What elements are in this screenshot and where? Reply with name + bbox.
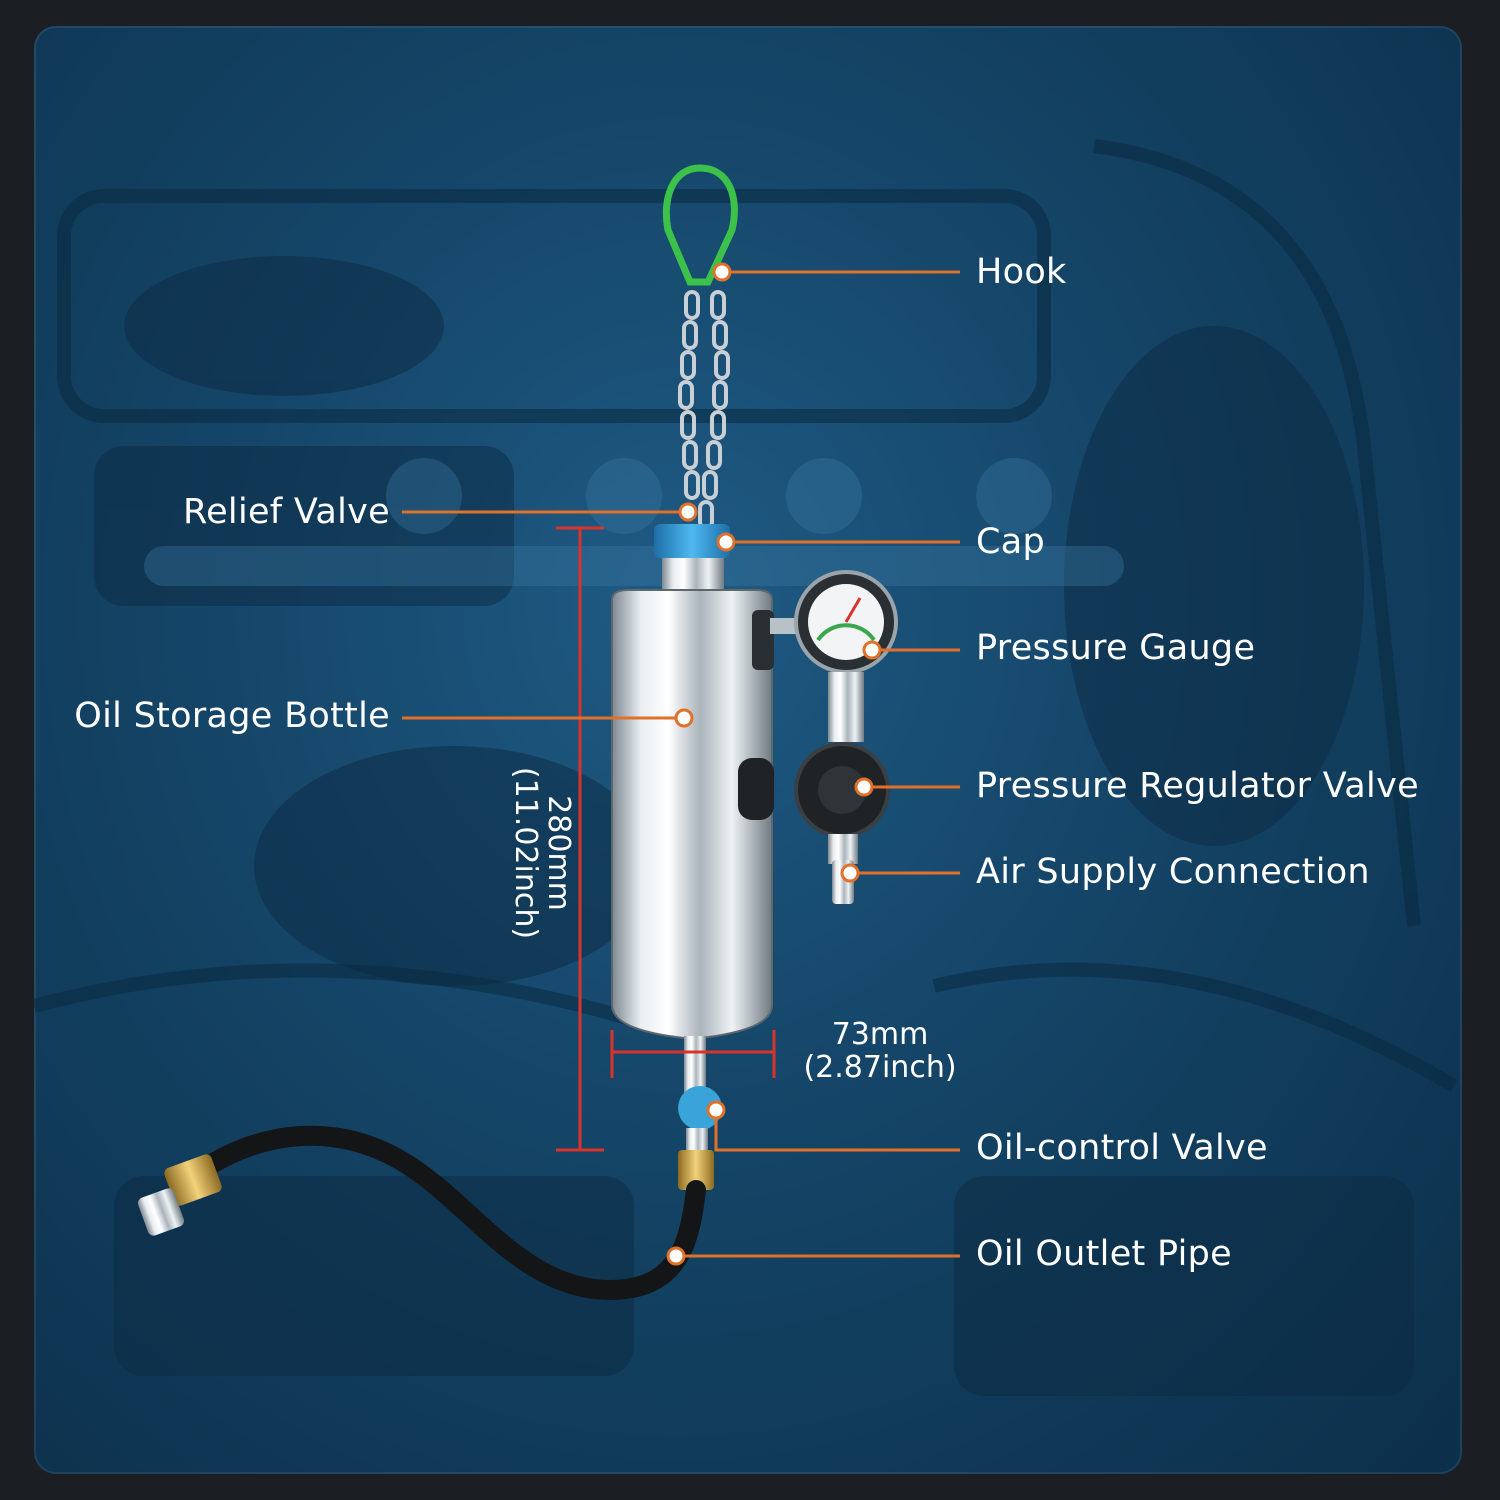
callout-dot-relief-valve — [680, 504, 696, 520]
label-oil-storage-bottle: Oil Storage Bottle — [40, 696, 390, 736]
callout-dot-pressure-gauge — [864, 642, 880, 658]
label-oil-outlet-pipe: Oil Outlet Pipe — [976, 1234, 1232, 1274]
callout-dot-cap — [718, 534, 734, 550]
callout-line-oil-control-valve — [716, 1110, 960, 1150]
label-air-supply-connection: Air Supply Connection — [976, 852, 1370, 892]
height-mm: 280mm — [542, 753, 575, 953]
callout-dot-hook — [714, 264, 730, 280]
label-pressure-regulator-valve: Pressure Regulator Valve — [976, 766, 1419, 806]
chain-icon — [680, 292, 728, 528]
height-inch: (11.02inch) — [509, 753, 542, 953]
oil-outlet-pipe-icon — [210, 1136, 696, 1290]
width-dimension-label: 73mm (2.87inch) — [790, 1018, 970, 1084]
label-hook: Hook — [976, 252, 1067, 292]
label-cap: Cap — [976, 522, 1045, 562]
label-pressure-gauge: Pressure Gauge — [976, 628, 1255, 668]
callout-dot-oil-storage-bottle — [676, 710, 692, 726]
callout-dot-oil-outlet-pipe — [668, 1248, 684, 1264]
height-dimension-label: 280mm (11.02inch) — [505, 753, 575, 953]
width-mm: 73mm — [790, 1018, 970, 1051]
callout-dot-oil-control-valve — [708, 1102, 724, 1118]
callout-dot-air-supply — [842, 865, 858, 881]
callout-dot-pressure-regulator — [856, 779, 872, 795]
label-relief-valve: Relief Valve — [90, 492, 390, 532]
label-oil-control-valve: Oil-control Valve — [976, 1128, 1268, 1168]
width-inch: (2.87inch) — [790, 1051, 970, 1084]
